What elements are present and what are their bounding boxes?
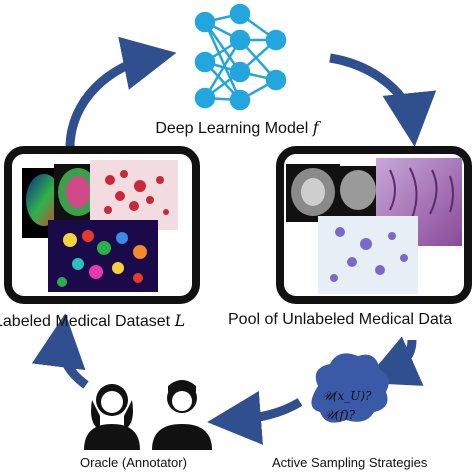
unlabeled-pool-panel bbox=[276, 146, 472, 304]
oracle-label: Oracle (Annotator) bbox=[80, 455, 187, 470]
query-uncertainty-data: 𝒰(x_U)? bbox=[322, 389, 372, 403]
arrow-oracle-to-labeled bbox=[31, 313, 89, 389]
labeled-dataset-text: Labeled Medical Dataset bbox=[0, 313, 171, 330]
labeled-dataset-panel bbox=[4, 146, 200, 304]
doctor-female-icon bbox=[84, 384, 140, 450]
model-symbol: f bbox=[312, 118, 319, 137]
thought-cloud-icon bbox=[311, 353, 389, 423]
strategies-label: Active Sampling Strategies bbox=[272, 455, 428, 470]
query-uncertainty-model: 𝒰(f)? bbox=[324, 408, 356, 422]
unlabeled-pool-label: Pool of Unlabeled Medical Data bbox=[228, 311, 453, 328]
doctor-male-icon bbox=[152, 380, 212, 450]
neural-network-icon bbox=[194, 3, 287, 111]
arrow-pool-to-strategy bbox=[363, 336, 424, 386]
model-label: Deep Learning Model f bbox=[0, 118, 474, 138]
labeled-dataset-label: Labeled Medical Dataset L bbox=[0, 311, 185, 331]
arrow-labeled-to-model bbox=[65, 36, 177, 149]
arrow-strategy-to-oracle bbox=[207, 391, 303, 445]
labeled-dataset-symbol: L bbox=[174, 311, 186, 330]
model-label-text: Deep Learning Model bbox=[155, 120, 309, 137]
arrow-model-to-pool bbox=[329, 53, 437, 147]
